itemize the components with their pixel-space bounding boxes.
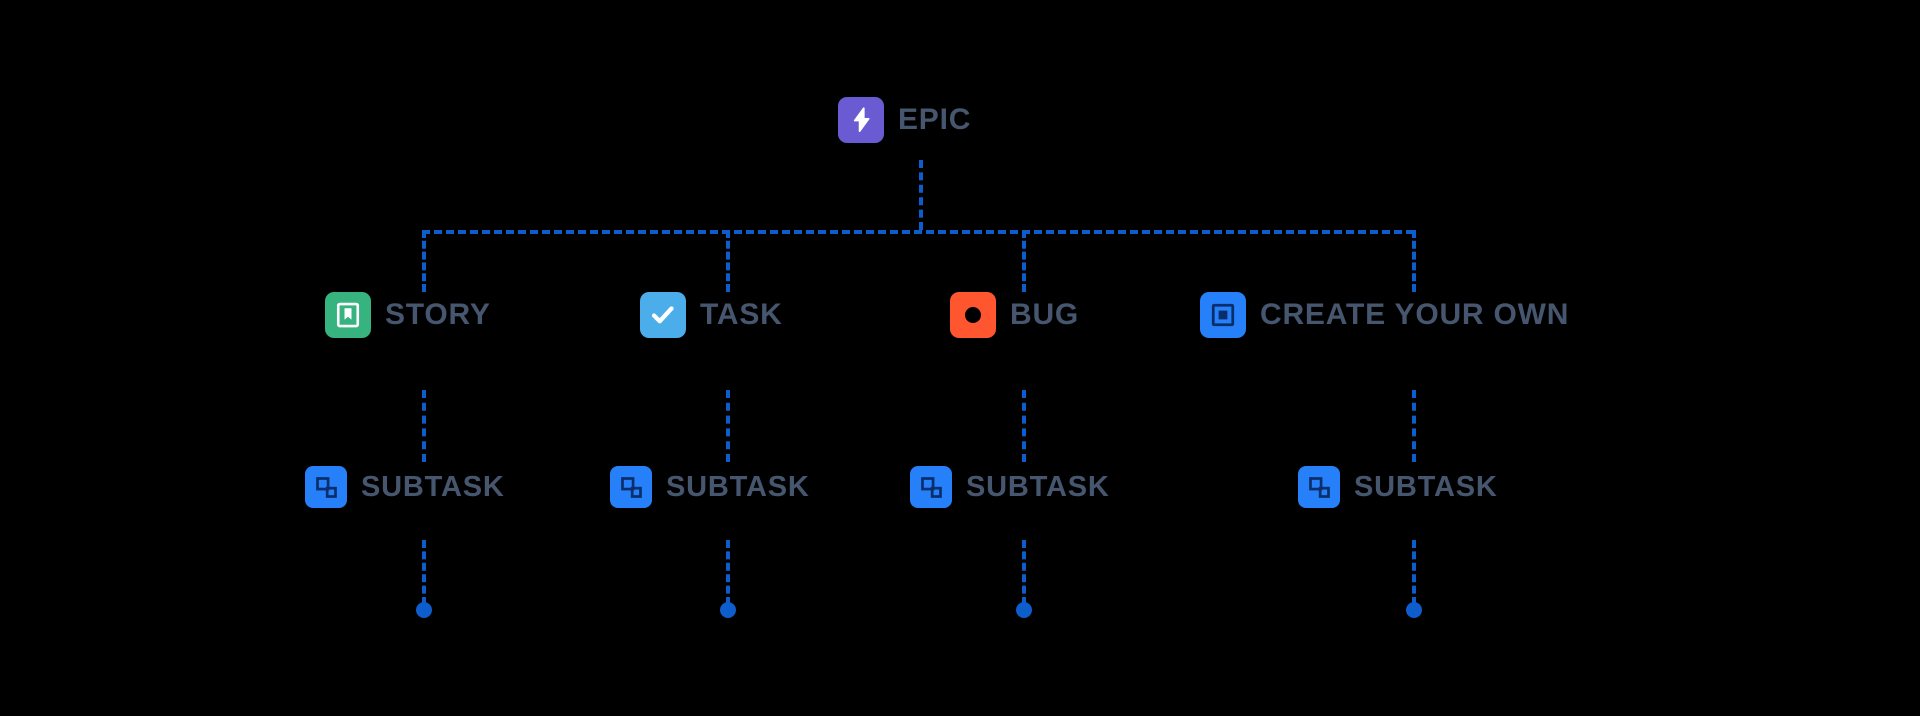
terminator-dot-2 bbox=[720, 602, 736, 618]
connector-subtask-2-tail bbox=[726, 540, 730, 605]
node-label-story: STORY bbox=[385, 298, 491, 331]
node-label-epic: EPIC bbox=[898, 103, 972, 136]
subtask-squares-icon bbox=[610, 466, 652, 508]
task-check-icon bbox=[640, 292, 686, 338]
node-label-subtask-2: SUBTASK bbox=[666, 470, 810, 503]
connector-subtask-3-tail bbox=[1022, 540, 1026, 605]
connector-subtask-1-tail bbox=[422, 540, 426, 605]
node-subtask-2[interactable]: SUBTASK bbox=[610, 466, 810, 508]
node-label-create-your-own: CREATE YOUR OWN bbox=[1260, 298, 1570, 331]
connector-horizontal-bus bbox=[422, 230, 1414, 234]
node-subtask-3[interactable]: SUBTASK bbox=[910, 466, 1110, 508]
connector-bus-to-story bbox=[422, 230, 426, 292]
connector-bug-to-subtask bbox=[1022, 390, 1026, 462]
bug-circle-icon bbox=[950, 292, 996, 338]
node-label-bug: BUG bbox=[1010, 298, 1080, 331]
node-label-subtask-4: SUBTASK bbox=[1354, 470, 1498, 503]
custom-square-icon bbox=[1200, 292, 1246, 338]
node-label-task: TASK bbox=[700, 298, 783, 331]
connector-story-to-subtask bbox=[422, 390, 426, 462]
terminator-dot-3 bbox=[1016, 602, 1032, 618]
connector-bus-to-bug bbox=[1022, 230, 1026, 292]
subtask-squares-icon bbox=[305, 466, 347, 508]
connector-custom-to-subtask bbox=[1412, 390, 1416, 462]
node-subtask-1[interactable]: SUBTASK bbox=[305, 466, 505, 508]
node-epic[interactable]: EPIC bbox=[838, 97, 971, 143]
terminator-dot-4 bbox=[1406, 602, 1422, 618]
node-subtask-4[interactable]: SUBTASK bbox=[1298, 466, 1498, 508]
node-label-subtask-1: SUBTASK bbox=[361, 470, 505, 503]
node-create-your-own[interactable]: CREATE YOUR OWN bbox=[1200, 292, 1569, 338]
connector-bus-to-custom bbox=[1412, 230, 1416, 292]
connector-epic-stem bbox=[919, 160, 923, 230]
subtask-squares-icon bbox=[1298, 466, 1340, 508]
connector-task-to-subtask bbox=[726, 390, 730, 462]
node-bug[interactable]: BUG bbox=[950, 292, 1079, 338]
node-story[interactable]: STORY bbox=[325, 292, 491, 338]
story-bookmark-icon bbox=[325, 292, 371, 338]
terminator-dot-1 bbox=[416, 602, 432, 618]
node-task[interactable]: TASK bbox=[640, 292, 783, 338]
connector-subtask-4-tail bbox=[1412, 540, 1416, 605]
connector-bus-to-task bbox=[726, 230, 730, 292]
epic-lightning-icon bbox=[838, 97, 884, 143]
node-label-subtask-3: SUBTASK bbox=[966, 470, 1110, 503]
subtask-squares-icon bbox=[910, 466, 952, 508]
